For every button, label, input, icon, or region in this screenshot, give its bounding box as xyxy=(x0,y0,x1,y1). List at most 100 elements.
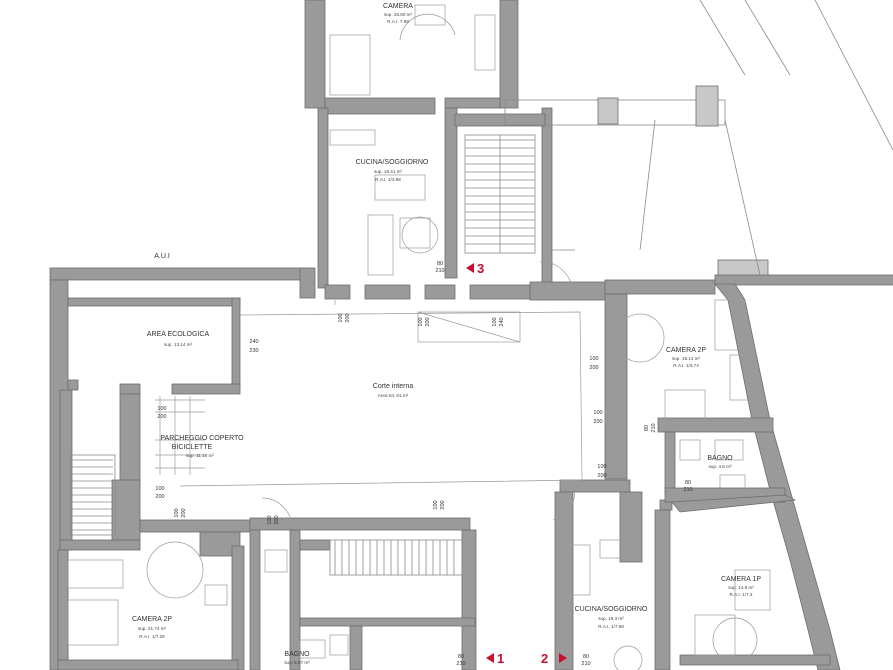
room-cucina-bottom: CUCINA/SOGGIORNO sup. 19.3 m² R.A.I. 1/7… xyxy=(575,606,648,629)
svg-text:200: 200 xyxy=(425,317,431,326)
svg-text:210: 210 xyxy=(581,661,590,667)
room-camera-1p: CAMERA 1P sup. 14.8 m² R.A.I. 1/7.3 xyxy=(721,576,761,597)
room-parcheggio: PARCHEGGIO COPERTO BICICLETTE sup. 11.18… xyxy=(160,435,244,458)
svg-text:R.A.I. 1/3.88: R.A.I. 1/3.88 xyxy=(375,177,401,182)
door-dim: 100 200 xyxy=(593,410,602,425)
neighbour-outline xyxy=(552,0,893,276)
svg-text:200: 200 xyxy=(345,313,351,322)
svg-text:R.A.I. 1/7.26: R.A.I. 1/7.26 xyxy=(139,634,165,639)
svg-text:100: 100 xyxy=(155,486,164,492)
door-dim: 100 200 xyxy=(155,486,164,500)
svg-text:R.A.I. 1/7.68: R.A.I. 1/7.68 xyxy=(598,624,624,629)
triangle-left-icon xyxy=(466,263,474,273)
svg-text:CAMERA 2P: CAMERA 2P xyxy=(666,347,706,354)
svg-text:CAMERA 2P: CAMERA 2P xyxy=(132,616,172,623)
svg-text:80: 80 xyxy=(437,261,443,267)
svg-text:100: 100 xyxy=(492,317,498,326)
svg-text:210: 210 xyxy=(435,268,444,274)
svg-text:200: 200 xyxy=(274,515,280,524)
door-dim: 100 200 xyxy=(589,356,598,371)
entrance-marker-1: 1 xyxy=(486,651,504,666)
svg-text:200: 200 xyxy=(155,494,164,500)
svg-text:A.U.I: A.U.I xyxy=(154,253,170,260)
svg-text:80: 80 xyxy=(458,654,464,660)
svg-text:210: 210 xyxy=(683,487,692,493)
svg-text:BAGNO: BAGNO xyxy=(284,651,310,658)
svg-text:200: 200 xyxy=(593,419,602,425)
svg-text:100: 100 xyxy=(157,406,166,412)
door-dim: 100 200 xyxy=(338,313,351,322)
svg-text:sup. 11.18 m²: sup. 11.18 m² xyxy=(186,453,214,458)
svg-text:200: 200 xyxy=(589,365,598,371)
svg-text:100: 100 xyxy=(338,313,344,322)
svg-text:R.A.I. 7.88: R.A.I. 7.88 xyxy=(387,19,409,24)
courtyard-details xyxy=(155,261,583,529)
svg-text:BICICLETTE: BICICLETTE xyxy=(172,444,213,451)
door-dim: 80 210 xyxy=(456,654,465,667)
stairs-left xyxy=(69,454,116,536)
svg-text:sup. 21.74 m²: sup. 21.74 m² xyxy=(138,626,167,631)
svg-text:sup. 5.87 m²: sup. 5.87 m² xyxy=(284,660,310,665)
room-corte-interna: Corte interna Area tot. 81 m² xyxy=(373,383,414,398)
door-dim: 240 230 xyxy=(249,339,258,354)
door-dim: 80 210 xyxy=(644,423,657,432)
room-bagno-right: BAGNO sup. 4.6 m² xyxy=(707,455,733,469)
door-dims: 100 200 100 200 100 240 240 230 100 200 … xyxy=(155,261,692,667)
triangle-right-icon xyxy=(559,653,567,663)
svg-text:200: 200 xyxy=(157,414,166,420)
svg-text:Area tot. 81 m²: Area tot. 81 m² xyxy=(378,393,409,398)
svg-text:210: 210 xyxy=(651,423,657,432)
door-dim: 100 200 xyxy=(267,515,280,524)
door-dim: 100 240 xyxy=(492,317,505,326)
triangle-left-icon xyxy=(486,653,494,663)
svg-text:CAMERA 1P: CAMERA 1P xyxy=(721,576,761,583)
svg-text:80: 80 xyxy=(644,425,650,431)
room-cucina-top: CUCINA/SOGGIORNO sup. 18.41 m² R.A.I. 1/… xyxy=(356,159,429,182)
door-dim: 80 210 xyxy=(683,480,692,493)
svg-text:240: 240 xyxy=(249,339,258,345)
room-camera-2p-left: CAMERA 2P sup. 21.74 m² R.A.I. 1/7.26 xyxy=(132,616,172,639)
entrance-marker-3: 3 xyxy=(466,261,484,276)
walls xyxy=(49,0,893,670)
room-area-ecologica: AREA ECOLOGICA sup. 13.14 m² xyxy=(147,331,210,347)
svg-text:R.A.I. 1/3.74: R.A.I. 1/3.74 xyxy=(673,363,699,368)
svg-text:200: 200 xyxy=(597,473,606,479)
svg-text:200: 200 xyxy=(181,508,187,517)
svg-text:1: 1 xyxy=(497,651,504,666)
svg-text:200: 200 xyxy=(440,500,446,509)
svg-text:CAMERA: CAMERA xyxy=(383,3,413,10)
door-dim: 80 210 xyxy=(581,654,590,667)
door-dim: 100 200 xyxy=(597,464,606,479)
room-camera-2p-right: CAMERA 2P sup. 18.14 m² R.A.I. 1/3.74 xyxy=(666,347,706,368)
svg-text:3: 3 xyxy=(477,261,484,276)
svg-text:100: 100 xyxy=(174,508,180,517)
svg-text:sup. 4.6 m²: sup. 4.6 m² xyxy=(709,464,732,469)
svg-text:AREA ECOLOGICA: AREA ECOLOGICA xyxy=(147,331,210,338)
svg-text:100: 100 xyxy=(418,317,424,326)
svg-text:210: 210 xyxy=(456,661,465,667)
svg-text:sup. 19.3 m²: sup. 19.3 m² xyxy=(598,616,624,621)
svg-text:100: 100 xyxy=(267,515,273,524)
svg-text:CUCINA/SOGGIORNO: CUCINA/SOGGIORNO xyxy=(356,159,429,166)
svg-text:sup. 18.41 m²: sup. 18.41 m² xyxy=(374,169,403,174)
door-dim: 100 200 xyxy=(174,508,187,517)
stairs-top xyxy=(464,134,536,254)
svg-text:230: 230 xyxy=(249,348,258,354)
svg-text:100: 100 xyxy=(593,410,602,416)
svg-text:100: 100 xyxy=(589,356,598,362)
door-dim: 100 200 xyxy=(433,500,446,509)
room-camera-top: CAMERA sup. 26.80 m² R.A.I. 7.88 xyxy=(383,3,413,24)
svg-text:100: 100 xyxy=(597,464,606,470)
door-dim: 80 210 xyxy=(435,261,444,274)
svg-text:2: 2 xyxy=(541,651,548,666)
svg-text:80: 80 xyxy=(583,654,589,660)
entrance-marker-2: 2 xyxy=(541,651,567,666)
svg-text:sup. 18.14 m²: sup. 18.14 m² xyxy=(672,356,701,361)
svg-text:240: 240 xyxy=(499,317,505,326)
svg-text:80: 80 xyxy=(685,480,691,486)
svg-text:sup. 14.8 m²: sup. 14.8 m² xyxy=(728,585,754,590)
room-aui: A.U.I xyxy=(154,253,170,260)
svg-text:Corte interna: Corte interna xyxy=(373,383,414,390)
room-bagno-left: BAGNO sup. 5.87 m² xyxy=(284,651,310,665)
stairs-middle xyxy=(329,539,463,576)
